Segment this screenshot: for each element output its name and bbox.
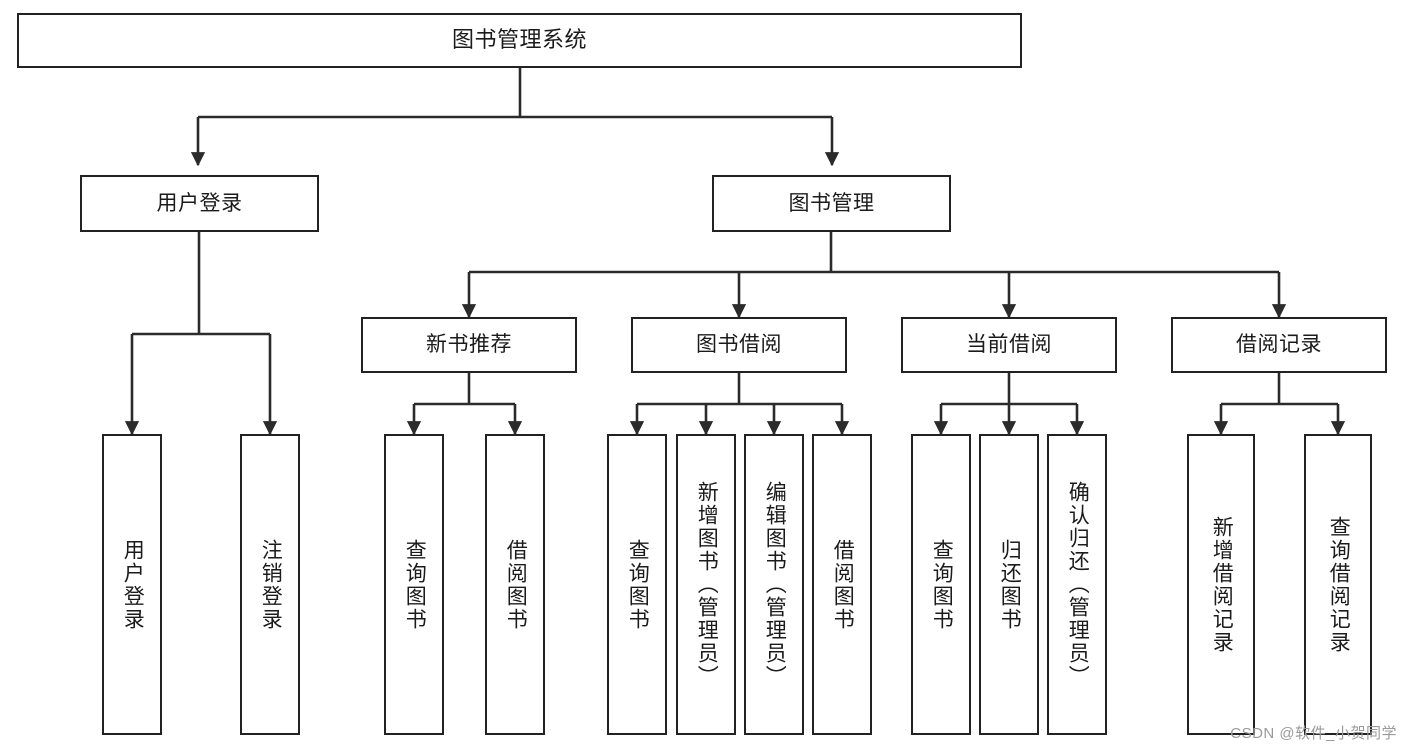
node-new-book-recommend[interactable]: 新书推荐	[361, 317, 577, 373]
node-label: 借阅图书	[504, 538, 528, 631]
node-leaf-logout[interactable]: 注销登录	[240, 434, 300, 735]
node-label: 归还图书	[998, 538, 1022, 631]
node-label: 图书借阅	[696, 333, 782, 357]
node-label: 查询图书	[626, 538, 650, 631]
node-leaf-edit-book-admin[interactable]: 编辑图书（管理员）	[744, 434, 804, 735]
node-current-borrow[interactable]: 当前借阅	[901, 317, 1117, 373]
node-root-book-management-system[interactable]: 图书管理系统	[17, 13, 1022, 68]
node-user-login[interactable]: 用户登录	[80, 175, 319, 232]
node-label: 图书管理系统	[451, 27, 587, 53]
node-label: 编辑图书（管理员）	[763, 481, 787, 688]
node-leaf-query-book-borrow[interactable]: 查询图书	[607, 434, 667, 735]
node-label: 用户登录	[121, 538, 145, 631]
node-book-borrow[interactable]: 图书借阅	[631, 317, 847, 373]
node-leaf-return-book[interactable]: 归还图书	[979, 434, 1039, 735]
node-label: 查询借阅记录	[1327, 515, 1351, 654]
node-label: 确认归还（管理员）	[1066, 481, 1090, 688]
node-leaf-query-borrow-record[interactable]: 查询借阅记录	[1304, 434, 1372, 735]
node-label: 当前借阅	[966, 333, 1052, 357]
node-label: 新书推荐	[426, 333, 512, 357]
node-label: 注销登录	[259, 538, 283, 631]
csdn-watermark: CSDN @软件_小贺同学	[1230, 725, 1397, 742]
node-leaf-user-login[interactable]: 用户登录	[102, 434, 162, 735]
node-label: 图书管理	[788, 191, 875, 215]
node-leaf-borrow-book[interactable]: 借阅图书	[812, 434, 872, 735]
node-leaf-query-book-current[interactable]: 查询图书	[911, 434, 971, 735]
node-leaf-query-book-recommend[interactable]: 查询图书	[384, 434, 444, 735]
node-leaf-confirm-return-admin[interactable]: 确认归还（管理员）	[1047, 434, 1107, 735]
node-label: 查询图书	[403, 538, 427, 631]
node-borrow-record[interactable]: 借阅记录	[1171, 317, 1387, 373]
node-book-management[interactable]: 图书管理	[712, 175, 951, 232]
node-label: 借阅图书	[831, 538, 855, 631]
node-leaf-add-book-admin[interactable]: 新增图书（管理员）	[676, 434, 736, 735]
node-leaf-add-borrow-record[interactable]: 新增借阅记录	[1187, 434, 1255, 735]
node-label: 新增借阅记录	[1210, 515, 1234, 654]
node-label: 借阅记录	[1236, 333, 1322, 357]
node-label: 新增图书（管理员）	[695, 481, 719, 688]
node-leaf-borrow-book-recommend[interactable]: 借阅图书	[485, 434, 545, 735]
node-label: 查询图书	[930, 538, 954, 631]
node-label: 用户登录	[156, 191, 243, 215]
